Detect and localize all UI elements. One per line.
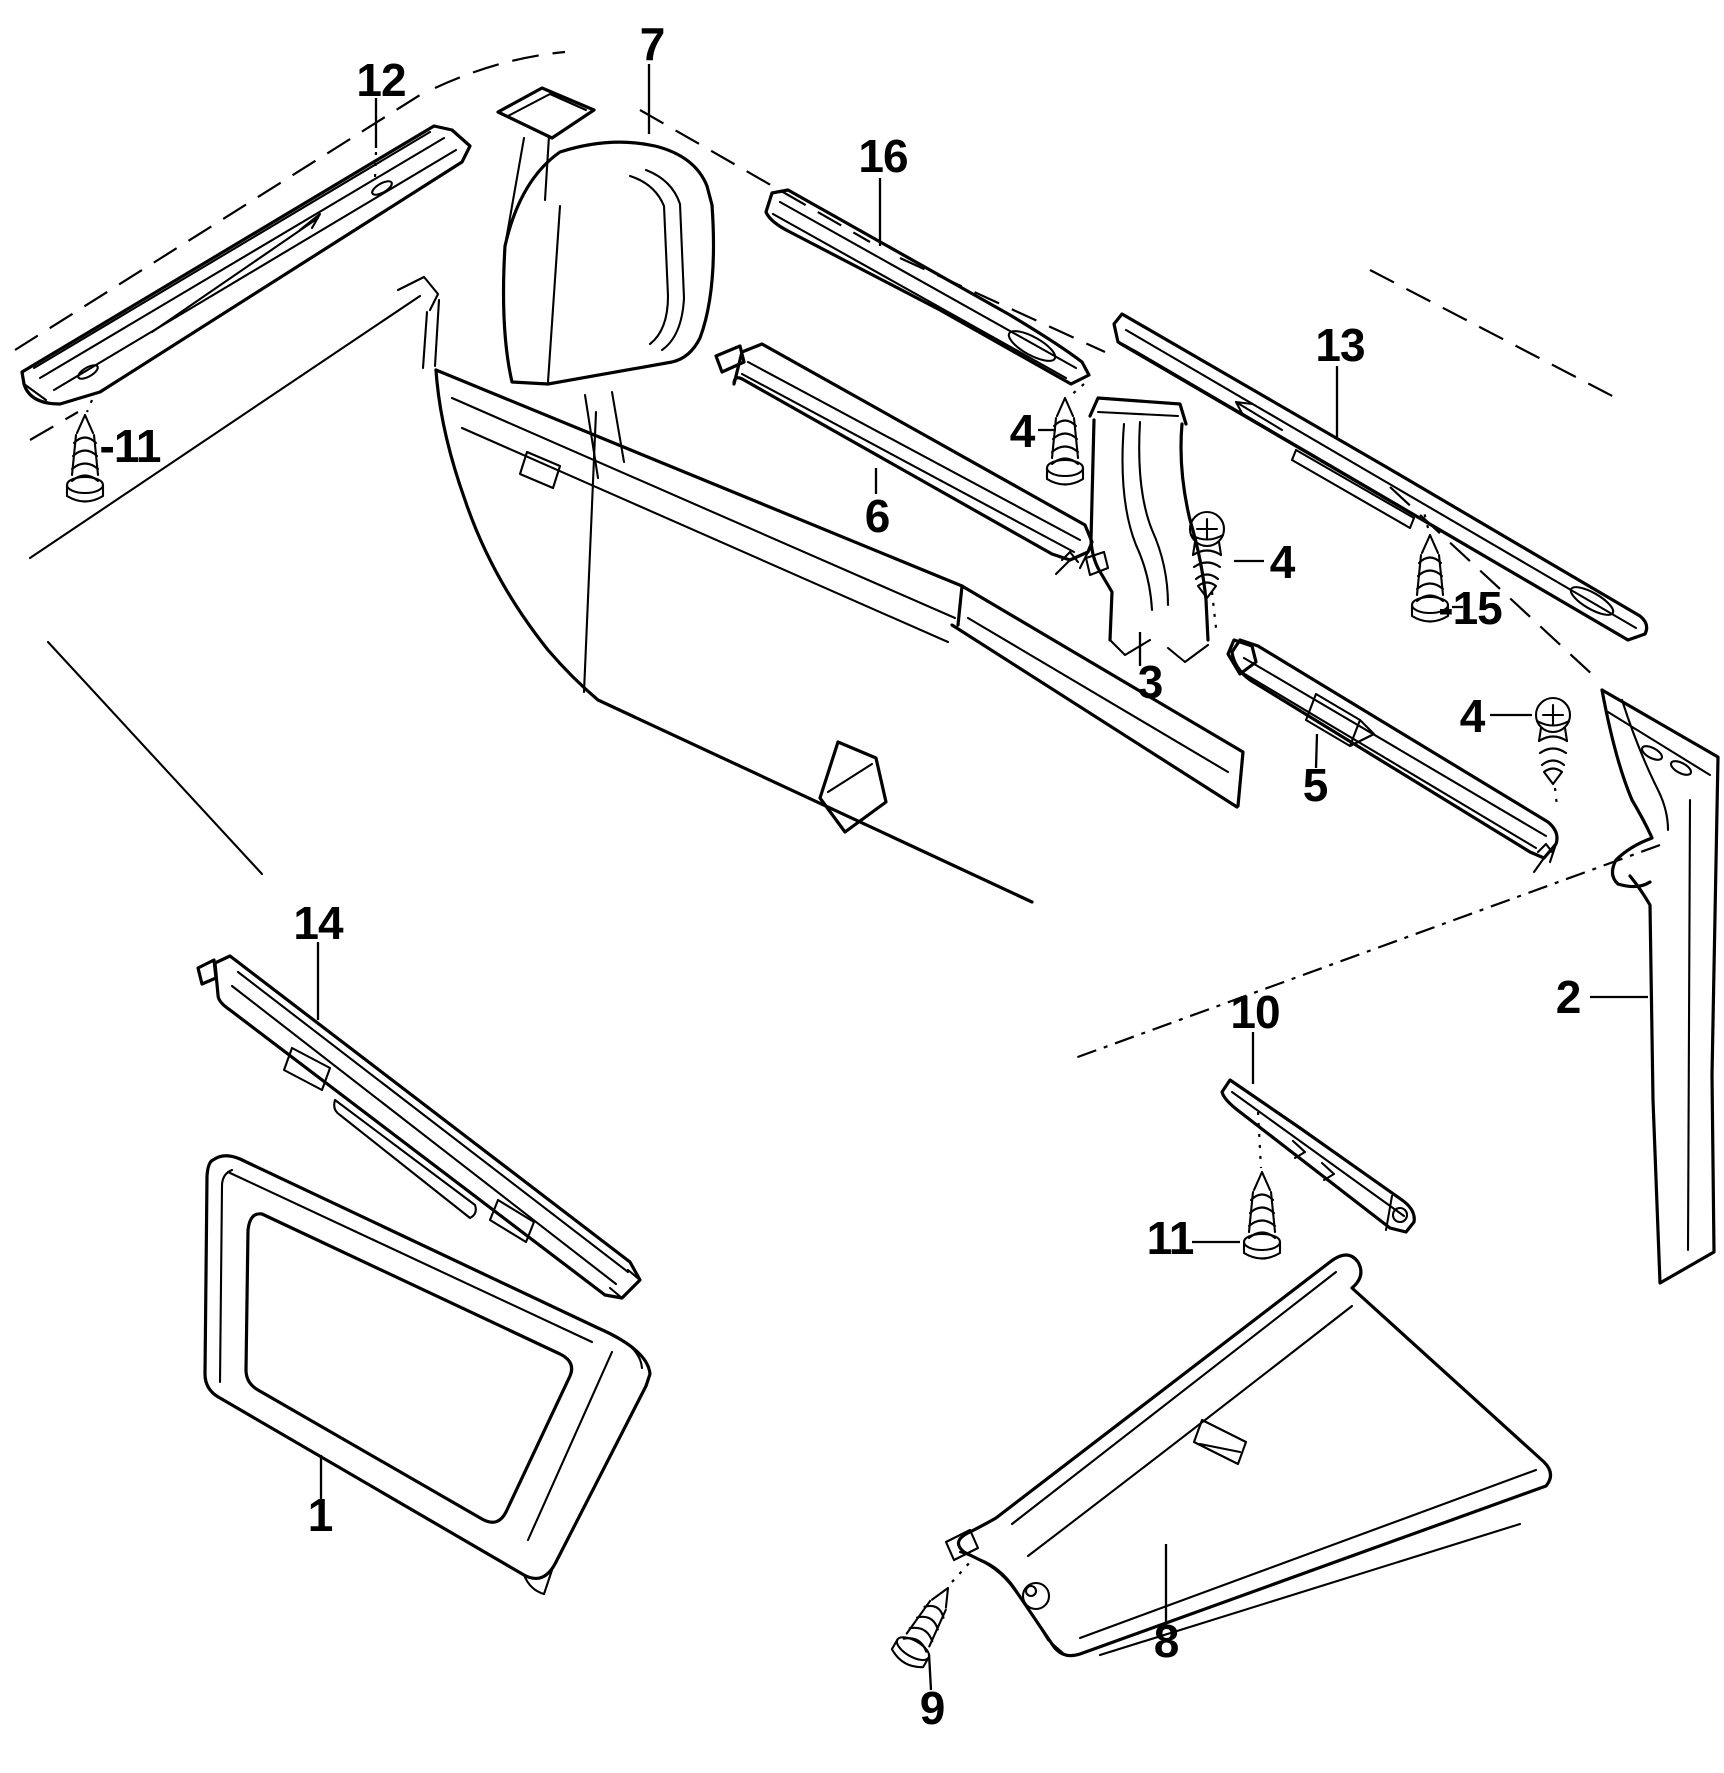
roof-edge-dashed-top: [434, 50, 566, 89]
leader-lines: [85, 64, 1648, 1691]
oval-slot: [1007, 330, 1057, 362]
clip-pocket: [818, 740, 888, 834]
clip-lug-edge: [1600, 688, 1654, 889]
screw-hole: [1391, 1206, 1409, 1224]
screw-hole: [77, 364, 99, 380]
roof-edge-dashed-far-right: [1369, 269, 1621, 401]
window-opening: [244, 1212, 574, 1524]
end-cap: [1226, 638, 1258, 676]
callout-label-11[interactable]: 11: [1147, 1212, 1195, 1264]
oval-slot: [1569, 586, 1615, 616]
screw-hole: [371, 180, 393, 196]
end-fork: [1054, 550, 1090, 576]
callout-label-8[interactable]: 8: [1154, 1615, 1180, 1667]
screw-4a[interactable]: [1045, 396, 1085, 486]
screw-hole: [1669, 760, 1693, 776]
leader-5: [1314, 733, 1319, 769]
aperture-line-lower: [46, 640, 264, 876]
clip-hole: [282, 1046, 332, 1092]
callout-label-12[interactable]: 12: [356, 54, 406, 106]
clip-marks: [1291, 1139, 1336, 1182]
callout-label-16[interactable]: 16: [858, 130, 908, 182]
body-edge-dashed-right: [1389, 486, 1597, 679]
part-13-roof-side-rail-strip[interactable]: [1112, 312, 1649, 642]
channel-outer: [644, 168, 686, 352]
end-fork: [1532, 842, 1558, 874]
callout-label-6[interactable]: 6: [865, 490, 891, 542]
screw-11-bottom[interactable]: [1242, 1170, 1282, 1260]
clip-window: [1304, 692, 1376, 748]
callout-label-9[interactable]: 9: [920, 1682, 946, 1734]
aperture-line: [28, 294, 422, 560]
screw-9[interactable]: [888, 1577, 965, 1673]
roof-edge-dashed-right: [899, 257, 1106, 353]
end-fork: [608, 1268, 642, 1300]
long-slot: [333, 1098, 477, 1220]
screw-4c[interactable]: [1534, 696, 1572, 786]
part-16-upper-moulding-strip[interactable]: [764, 188, 1091, 386]
part-6-waist-rail-moulding[interactable]: [714, 342, 1094, 576]
callout-label-3[interactable]: 3: [1138, 656, 1164, 708]
phantom-body-lines: [14, 50, 1661, 1060]
body-edge-dashed-small: [29, 411, 79, 441]
part-1-window-frame-trim[interactable]: [203, 1154, 652, 1596]
callout-label-2[interactable]: 2: [1556, 971, 1582, 1023]
part-12-cant-rail-strip[interactable]: [20, 124, 472, 406]
part-7-b-pillar-trim[interactable]: [496, 86, 716, 480]
callout-labels: 1 2 3 4 4 4 5 6 7 8 9 10 11 -11 12 13 14…: [100, 18, 1582, 1734]
callout-label-4a[interactable]: 4: [1010, 405, 1037, 457]
clip-window: [1192, 1418, 1248, 1466]
foot-forks: [1108, 638, 1210, 664]
direction-arrow: [1234, 400, 1284, 432]
aperture-corner-fold: [396, 275, 440, 312]
part-2-rear-pillar-trim[interactable]: [1600, 688, 1720, 1285]
end-tab: [196, 958, 218, 986]
screw-tab: [944, 1528, 980, 1562]
callout-label-4c[interactable]: 4: [1460, 690, 1487, 742]
part-8-lower-side-trim-panel[interactable]: [944, 1253, 1553, 1658]
clip-hole: [488, 1198, 536, 1244]
callout-label-14[interactable]: 14: [293, 897, 345, 949]
callout-label-1[interactable]: 1: [308, 1489, 334, 1541]
callout-label-neg11[interactable]: -11: [100, 420, 162, 472]
screw-4b[interactable]: [1188, 510, 1226, 600]
callout-label-7[interactable]: 7: [640, 18, 666, 70]
seam-arrow: [150, 212, 322, 334]
callout-label-neg15[interactable]: -15: [1438, 582, 1503, 634]
channel-inner: [628, 174, 670, 346]
part-10-sill-strip[interactable]: [1220, 1078, 1416, 1234]
side-slot: [1290, 448, 1416, 530]
leader-9: [927, 1653, 933, 1691]
screw-11-top-left[interactable]: [65, 413, 105, 503]
callout-label-10[interactable]: 10: [1230, 986, 1280, 1038]
roof-edge-dashed-center: [639, 109, 871, 243]
bracket: [496, 86, 596, 140]
end-clip: [714, 344, 746, 374]
part-5-lower-rail-moulding[interactable]: [1226, 638, 1559, 874]
clip-lug: [1084, 550, 1110, 577]
clip-hole: [518, 450, 562, 490]
part-14-upper-rail-moulding[interactable]: [196, 954, 642, 1300]
roof-edge-dashed-left: [14, 94, 421, 351]
callout-label-13[interactable]: 13: [1315, 319, 1365, 371]
alignment-dash-dot-line: [1074, 843, 1661, 1060]
aperture-corner-edges: [421, 298, 441, 370]
callout-label-5[interactable]: 5: [1303, 759, 1329, 811]
screw-hole: [1640, 745, 1664, 761]
grommet: [1021, 1581, 1051, 1611]
callout-label-4b[interactable]: 4: [1270, 536, 1297, 588]
body-side-panel: [434, 368, 1245, 904]
